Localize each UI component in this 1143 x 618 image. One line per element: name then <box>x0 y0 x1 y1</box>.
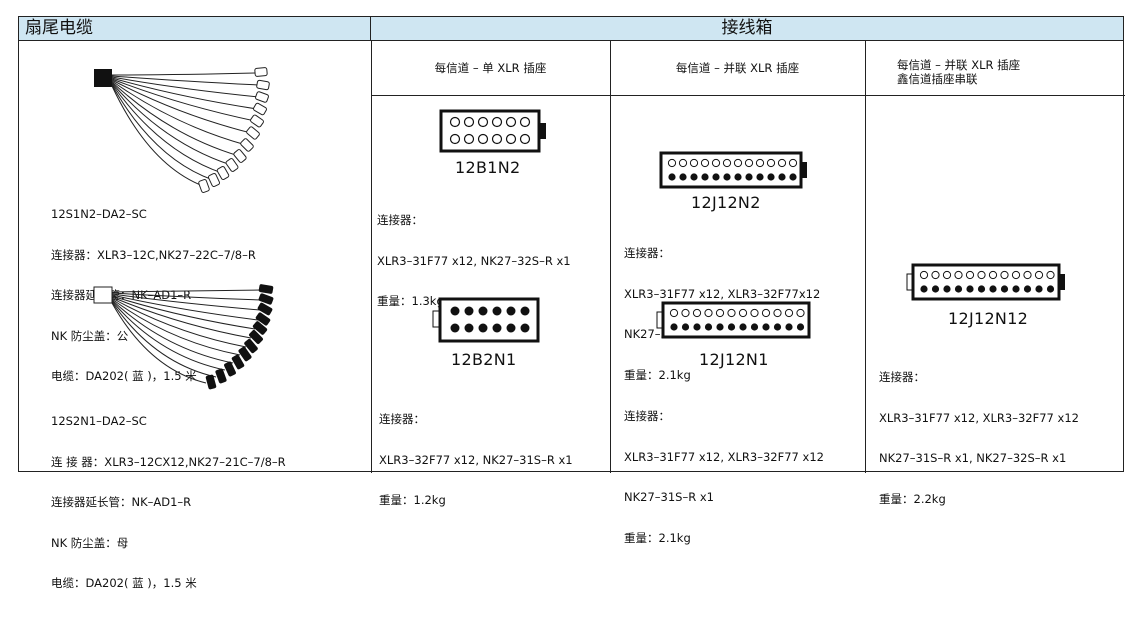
box-12J12N1-connector-label: 连接器： <box>624 409 670 423</box>
column-chain-line1: 每信道 – 并联 XLR 插座 <box>897 58 1021 72</box>
cable-2-cap: NK 防尘盖：母 <box>51 535 129 550</box>
box-12B2N1-info: 连接器： XLR3–32F77 x12, NK27–31S–R x1 重量：1.… <box>379 386 573 535</box>
box-12B2N1-connector-label: 连接器： <box>379 412 425 426</box>
box-12J12N12-weight: 重量：2.2kg <box>879 491 946 506</box>
column-single-xlr: 每信道 – 单 XLR 插座 <box>434 61 547 75</box>
fan-cable-header: 扇尾电缆 <box>19 17 371 41</box>
box-12B2N1-connectors: XLR3–32F77 x12, NK27–31S–R x1 <box>379 452 573 467</box>
box-12B1N2-info: 连接器： XLR3–31F77 x12, NK27–32S–R x1 重量：1.… <box>377 187 571 336</box>
divider <box>371 95 1125 96</box>
junction-box-12B2N1-icon <box>432 297 540 343</box>
cable-2-connector: 连 接 器：XLR3–12CX12,NK27–21C–7/8–R <box>51 454 286 469</box>
junction-box-header: 接线箱 <box>371 17 1123 41</box>
column-parallel-xlr: 每信道 – 并联 XLR 插座 <box>675 61 800 75</box>
box-12J12N12-connectors: XLR3–31F77 x12, XLR3–32F77 x12 <box>879 410 1079 425</box>
box-12J12N1-nk: NK27–31S–R x1 <box>624 490 714 504</box>
divider <box>371 41 372 473</box>
divider <box>610 41 611 473</box>
model-12J12N2: 12J12N2 <box>691 193 761 212</box>
box-12J12N12-connector-label: 连接器： <box>879 370 925 384</box>
column-chain-line2: 鑫信道插座串联 <box>897 72 978 86</box>
divider <box>865 41 866 473</box>
box-12J12N1-info: 连接器： XLR3–31F77 x12, XLR3–32F77 x12 NK27… <box>624 383 824 572</box>
junction-box-12J12N2-icon <box>659 151 807 189</box>
cable-1-connector: 连接器：XLR3–12C,NK27–22C–7/8–R <box>51 247 256 262</box>
fan-cable-male-icon <box>93 284 274 390</box>
box-12B1N2-connectors: XLR3–31F77 x12, NK27–32S–R x1 <box>377 253 571 268</box>
box-12J12N2-weight: 重量：2.1kg <box>624 367 691 382</box>
cable-1-cable: 电缆：DA202( 蓝 )，1.5 米 <box>51 369 197 383</box>
model-12B2N1: 12B2N1 <box>451 350 517 369</box>
cable-2-info: 12S2N1–DA2–SC 连 接 器：XLR3–12CX12,NK27–21C… <box>51 388 286 618</box>
box-12J12N12-info: 连接器： XLR3–31F77 x12, XLR3–32F77 x12 NK27… <box>879 344 1079 533</box>
column-chain-xlr: 每信道 – 并联 XLR 插座 鑫信道插座串联 <box>897 58 1117 86</box>
cable-2-cable: 电缆：DA202( 蓝 )，1.5 米 <box>51 576 197 590</box>
junction-box-12J12N12-icon <box>906 263 1065 301</box>
box-12J12N1-connectors: XLR3–31F77 x12, XLR3–32F77 x12 <box>624 449 824 464</box>
model-12B1N2: 12B1N2 <box>455 158 521 177</box>
box-12J12N2-connectors: XLR3–31F77 x12, XLR3–32F77x12 <box>624 286 821 301</box>
junction-box-12J12N1-icon <box>656 301 811 339</box>
cable-2-model: 12S2N1–DA2–SC <box>51 414 147 428</box>
cable-2-extension: 连接器延长管：NK–AD1–R <box>51 495 192 509</box>
cable-1-model: 12S1N2–DA2–SC <box>51 207 147 221</box>
box-12J12N1-weight: 重量：2.1kg <box>624 530 691 545</box>
box-12J12N12-nk: NK27–31S–R x1, NK27–32S–R x1 <box>879 451 1067 465</box>
model-12J12N1: 12J12N1 <box>699 350 769 369</box>
catalog-table: 扇尾电缆 接线箱 每信道 – 单 XLR 插座 每信道 – 并联 XLR 插座 … <box>18 16 1125 590</box>
box-12B1N2-weight: 重量：1.3kg <box>377 294 444 308</box>
box-12B2N1-weight: 重量：1.2kg <box>379 493 446 507</box>
junction-box-12B1N2-icon <box>439 109 546 153</box>
fan-cable-female-icon <box>94 67 270 193</box>
box-12B1N2-connector-label: 连接器： <box>377 213 423 227</box>
cable-1-cap: NK 防尘盖：公 <box>51 328 129 343</box>
model-12J12N12: 12J12N12 <box>948 309 1029 328</box>
box-12J12N2-connector-label: 连接器： <box>624 246 670 260</box>
